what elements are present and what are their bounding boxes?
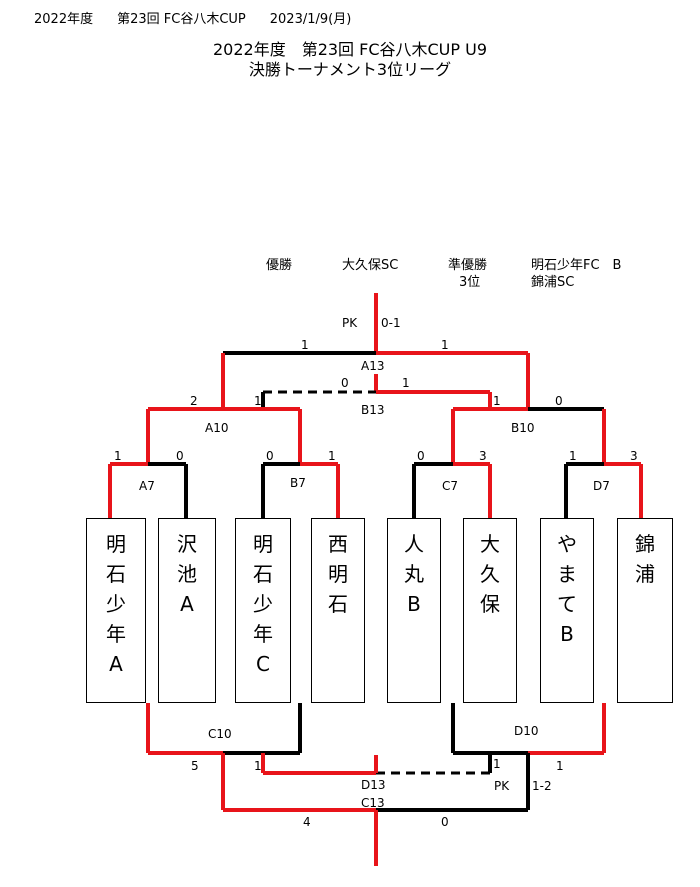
a7-left-score: 1 — [114, 449, 122, 463]
team-box-2: 沢 池 A — [158, 518, 216, 703]
c7-label: C7 — [442, 479, 458, 493]
d10-right-score: 1 — [556, 759, 564, 773]
team-box-3: 明 石 少 年 C — [235, 518, 291, 703]
c7-left-score: 0 — [417, 449, 425, 463]
c13-label: C13 — [361, 796, 385, 810]
d13-pk-score: 1-2 — [532, 779, 552, 793]
team-2-char: 沢 — [177, 532, 197, 556]
team-7-char: B — [560, 622, 574, 646]
b10-right-score: 0 — [555, 394, 563, 408]
team-8-char: 浦 — [635, 562, 655, 586]
c10-label: C10 — [208, 727, 232, 741]
runner-up-label: 準優勝 — [448, 258, 488, 273]
b7-right-score: 1 — [328, 449, 336, 463]
b13-right-score: 1 — [402, 376, 410, 390]
d10-label: D10 — [514, 724, 539, 738]
b7-left-score: 0 — [266, 449, 274, 463]
header-edition: 第23回 FC谷八木CUP — [117, 12, 246, 27]
d7-right-score: 3 — [630, 449, 638, 463]
b13-left-score: 0 — [341, 376, 349, 390]
team-8-char: 錦 — [635, 532, 655, 556]
d7-label: D7 — [593, 479, 610, 493]
a10-label: A10 — [205, 421, 228, 435]
c13-left-score: 4 — [303, 815, 311, 829]
page-title: 2022年度 第23回 FC谷八木CUP U9 — [212, 40, 488, 59]
team-box-5: 人 丸 B — [387, 518, 441, 703]
team-box-4: 西 明 石 — [311, 518, 365, 703]
team-4-char: 石 — [328, 592, 348, 616]
a13-right-score: 1 — [441, 338, 449, 352]
team-4-char: 明 — [328, 562, 348, 586]
team-3-char: 石 — [253, 562, 273, 586]
team-6-char: 大 — [480, 532, 500, 556]
team-1-char: 石 — [106, 562, 126, 586]
winner-label: 優勝 — [266, 258, 293, 273]
team-3-char: 明 — [253, 532, 273, 556]
d10-left-score: 1 — [493, 757, 501, 771]
third-label: 3位 — [459, 275, 481, 290]
header-year: 2022年度 — [34, 12, 94, 27]
team-box-1: 明 石 少 年 A — [86, 518, 146, 703]
d13-pk-label: PK — [494, 779, 510, 793]
c10-left-score: 5 — [191, 759, 199, 773]
b7-label: B7 — [290, 476, 306, 490]
team-3-char: C — [256, 652, 270, 676]
c7-right-score: 3 — [479, 449, 487, 463]
team-7-char: や — [557, 532, 577, 556]
team-2-char: A — [180, 592, 194, 616]
a13-left-score: 1 — [301, 338, 309, 352]
team-1-char: 年 — [106, 622, 126, 646]
team-7-char: て — [557, 592, 577, 616]
a10-left-score: 2 — [190, 394, 198, 408]
team-2-char: 池 — [177, 562, 197, 586]
b10-label: B10 — [511, 421, 535, 435]
header-date: 2023/1/9(月) — [269, 12, 352, 27]
c10-right-score: 1 — [254, 759, 262, 773]
d13-label: D13 — [361, 778, 386, 792]
team-4-char: 西 — [328, 532, 348, 556]
a13-pk-label: PK — [342, 316, 358, 330]
a13-pk-score: 0-1 — [381, 316, 401, 330]
team-1-char: A — [109, 652, 123, 676]
team-6-char: 保 — [480, 592, 500, 616]
page-subtitle: 決勝トーナメント3位リーグ — [248, 60, 452, 79]
team-3-char: 年 — [253, 622, 273, 646]
team-box-7: や ま て B — [540, 518, 594, 703]
a10-right-score: 1 — [254, 394, 262, 408]
team-1-char: 少 — [106, 592, 126, 616]
a13-label: A13 — [361, 359, 384, 373]
header-line: 2022年度 第23回 FC谷八木CUP 2023/1/9(月) — [34, 8, 375, 27]
a7-label: A7 — [139, 479, 155, 493]
third-name: 錦浦SC — [531, 275, 575, 290]
runner-up-name: 明石少年FC B — [531, 258, 622, 273]
team-3-char: 少 — [253, 592, 273, 616]
team-box-8: 錦 浦 — [617, 518, 673, 703]
a7-right-score: 0 — [176, 449, 184, 463]
team-6-char: 久 — [480, 562, 500, 586]
d7-left-score: 1 — [569, 449, 577, 463]
team-5-char: 人 — [404, 532, 424, 556]
winner-name: 大久保SC — [342, 258, 399, 273]
team-5-char: B — [407, 592, 421, 616]
b13-label: B13 — [361, 403, 385, 417]
team-7-char: ま — [557, 562, 577, 586]
b10-left-score: 1 — [493, 394, 501, 408]
team-1-char: 明 — [106, 532, 126, 556]
c13-right-score: 0 — [441, 815, 449, 829]
team-box-6: 大 久 保 — [463, 518, 517, 703]
team-5-char: 丸 — [404, 562, 424, 586]
